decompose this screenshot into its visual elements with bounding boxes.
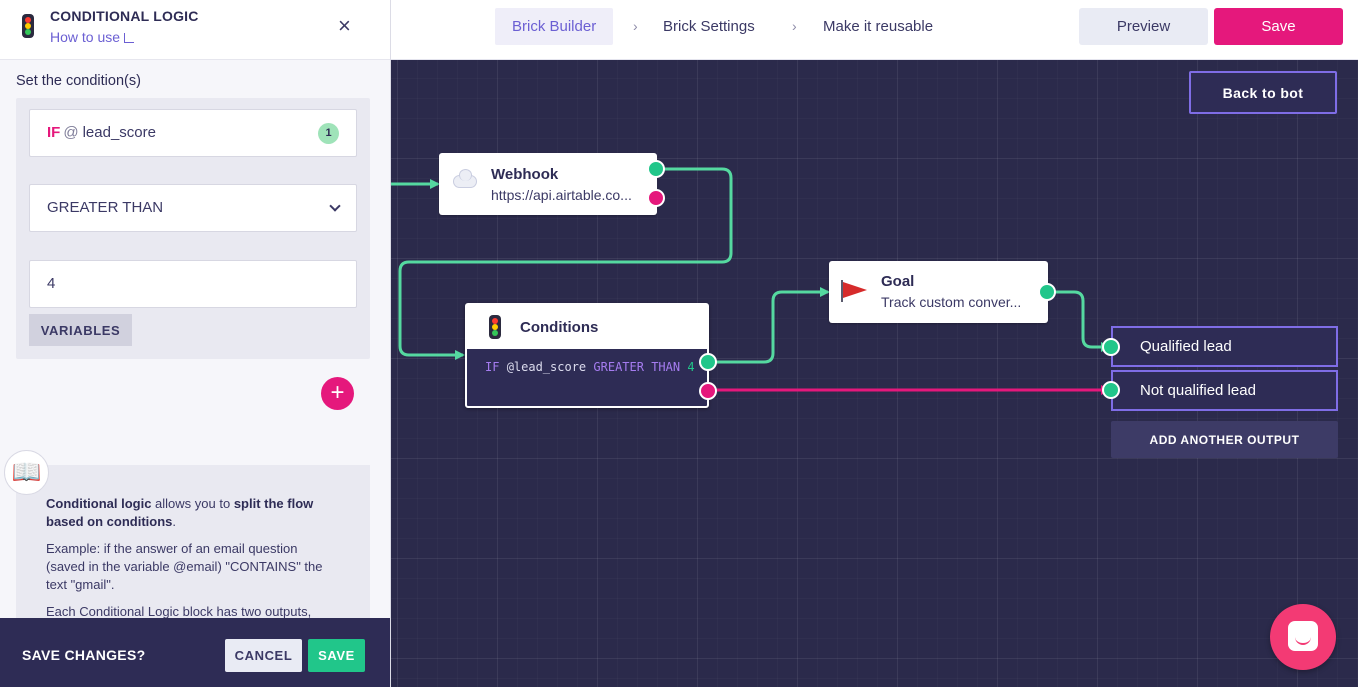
flag-icon (841, 280, 867, 302)
breadcrumb-make-it-reusable[interactable]: Make it reusable (823, 18, 934, 35)
traffic-light-icon (22, 14, 34, 38)
how-to-use-label: How to use (50, 29, 121, 45)
condition-editor: IF@lead_score 1 GREATER THAN 4 VARIABLES (16, 98, 370, 359)
output-not-qualified-lead[interactable]: Not qualified lead (1111, 370, 1338, 411)
chat-icon (1288, 621, 1318, 651)
conditions-title: Conditions (520, 319, 599, 336)
operator-select[interactable]: GREATER THAN (29, 184, 357, 232)
add-condition-button[interactable]: + (321, 377, 354, 410)
conditions-false-port[interactable] (699, 382, 717, 400)
expr-value: 4 (687, 360, 695, 374)
chevron-down-icon (329, 200, 341, 212)
add-another-output-button[interactable]: ADD ANOTHER OUTPUT (1111, 421, 1338, 458)
if-keyword: IF (47, 124, 61, 141)
save-changes-label: SAVE CHANGES? (22, 647, 146, 663)
breadcrumb-brick-settings[interactable]: Brick Settings (663, 18, 755, 35)
condition-value-input[interactable]: 4 (29, 260, 357, 308)
conditions-node-header: Conditions (467, 305, 707, 349)
webhook-success-port[interactable] (647, 160, 665, 178)
expr-if: IF (485, 360, 500, 374)
variable-name: lead_score (82, 124, 156, 141)
top-bar: Brick Builder › Brick Settings › Make it… (391, 0, 1358, 60)
panel-header: CONDITIONAL LOGIC How to use × (0, 0, 390, 60)
operator-value: GREATER THAN (47, 199, 164, 216)
save-changes-button[interactable]: SAVE (308, 639, 365, 672)
conditions-node[interactable]: Conditions IF @lead_score GREATER THAN 4 (465, 303, 709, 408)
breadcrumb-separator: › (633, 18, 638, 34)
expr-operator: GREATER THAN (593, 360, 681, 374)
goal-subtitle: Track custom conver... (881, 294, 1022, 310)
variables-button[interactable]: VARIABLES (29, 314, 132, 346)
set-conditions-label: Set the condition(s) (16, 73, 141, 89)
save-button[interactable]: Save (1214, 8, 1343, 45)
back-to-bot-button[interactable]: Back to bot (1189, 71, 1337, 114)
chat-launcher-button[interactable] (1270, 604, 1336, 670)
how-to-use-link[interactable]: How to use (50, 29, 135, 45)
goal-title: Goal (881, 273, 915, 290)
external-link-icon (124, 33, 135, 43)
not-qualified-lead-input-port[interactable] (1102, 381, 1120, 399)
cloud-icon (453, 169, 477, 188)
webhook-title: Webhook (491, 166, 559, 183)
conditions-expression: IF @lead_score GREATER THAN 4 (485, 360, 695, 374)
webhook-node[interactable]: Webhook https://api.airtable.co... (439, 153, 657, 215)
output-qualified-lead[interactable]: Qualified lead (1111, 326, 1338, 367)
help-paragraph-2: Example: if the answer of an email quest… (46, 541, 323, 592)
conditional-logic-panel: CONDITIONAL LOGIC How to use × Set the c… (0, 0, 391, 687)
traffic-light-icon (489, 315, 501, 339)
help-bold-2: split the flow based on conditions (46, 496, 314, 529)
help-bold-1: Conditional logic (46, 496, 152, 511)
help-paragraph-3: Each Conditional Logic block has two out… (46, 604, 312, 619)
goal-output-port[interactable] (1038, 283, 1056, 301)
variable-count-badge: 1 (318, 123, 339, 144)
condition-variable-field[interactable]: IF@lead_score 1 (29, 109, 357, 157)
goal-node[interactable]: Goal Track custom conver... (829, 261, 1048, 323)
help-text-end: . (172, 514, 177, 529)
help-paragraph-1: Conditional logic allows you to split th… (46, 495, 340, 531)
at-symbol: @ (63, 124, 79, 141)
preview-button[interactable]: Preview (1079, 8, 1208, 45)
qualified-lead-input-port[interactable] (1102, 338, 1120, 356)
webhook-failure-port[interactable] (647, 189, 665, 207)
save-changes-bar: SAVE CHANGES? CANCEL SAVE (0, 618, 390, 687)
cancel-button[interactable]: CANCEL (225, 639, 302, 672)
help-text-mid: allows you to (151, 496, 234, 511)
conditions-true-port[interactable] (699, 353, 717, 371)
breadcrumb-brick-builder[interactable]: Brick Builder (495, 8, 614, 45)
webhook-url: https://api.airtable.co... (491, 187, 632, 203)
book-icon: 📖 (4, 450, 49, 495)
expr-variable: @lead_score (506, 360, 587, 374)
panel-title: CONDITIONAL LOGIC (50, 8, 199, 24)
close-icon[interactable]: × (338, 13, 351, 38)
breadcrumb-separator: › (792, 18, 797, 34)
